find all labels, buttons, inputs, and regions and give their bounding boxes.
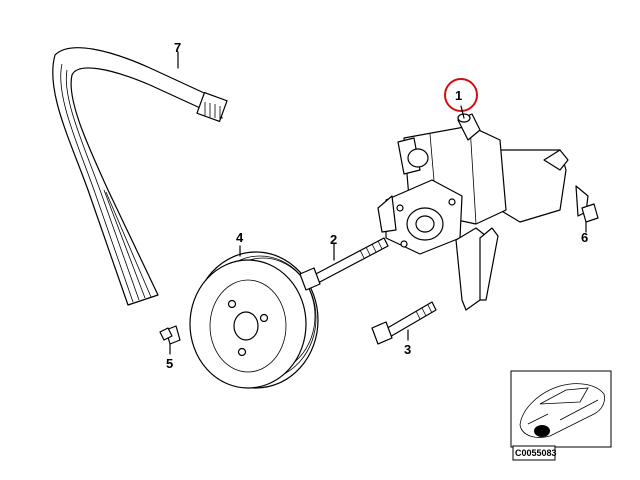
leader-1 [460,105,465,119]
drive-belt[interactable] [52,47,228,306]
callout-5[interactable]: 5 [166,356,173,371]
power-steering-pump[interactable] [377,113,569,311]
bolt-long[interactable] [299,237,389,291]
vehicle-location-inset: C0055083 [510,370,612,461]
callout-6[interactable]: 6 [581,230,588,245]
bolt-small[interactable] [159,325,181,345]
highlight-circle [444,78,478,112]
reference-code: C0055083 [515,448,557,458]
bolt-medium[interactable] [371,301,437,345]
callout-7[interactable]: 7 [174,40,181,55]
callout-1[interactable]: 1 [455,88,462,103]
bolt-bracket[interactable] [575,185,599,223]
pulley[interactable] [189,251,319,389]
location-marker [534,425,550,437]
callout-2[interactable]: 2 [330,232,337,247]
callout-4[interactable]: 4 [236,230,244,245]
callout-3[interactable]: 3 [404,342,411,357]
